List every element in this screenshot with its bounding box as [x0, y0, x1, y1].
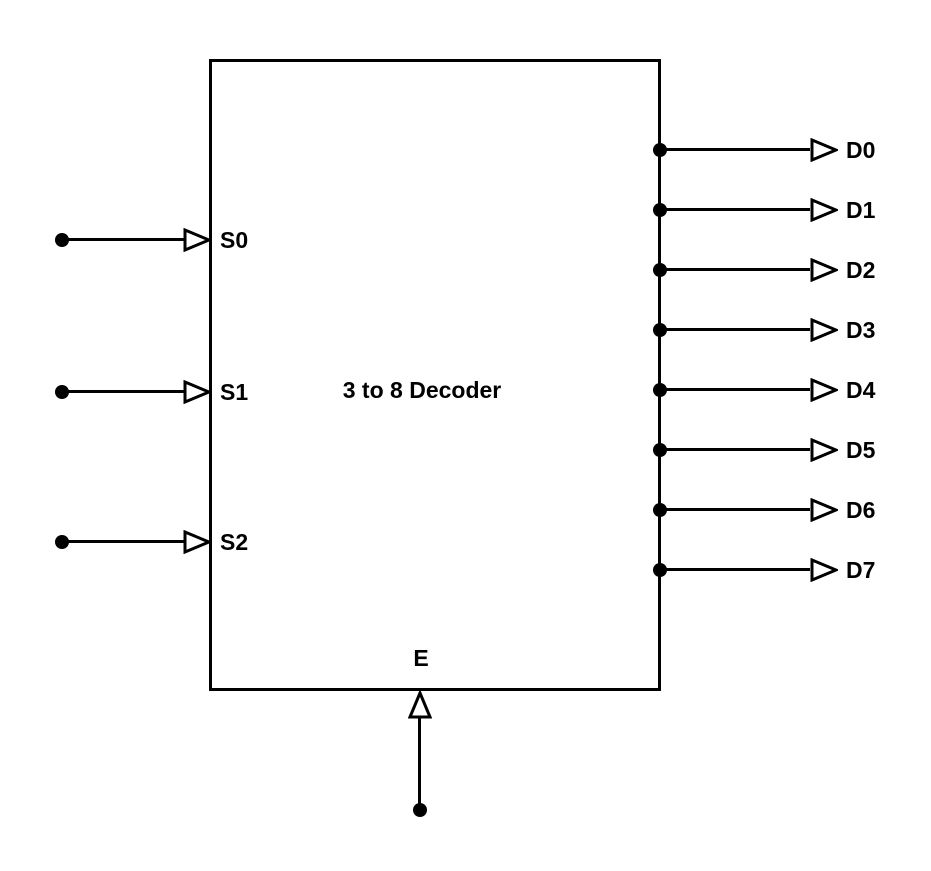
- output-label: D7: [846, 557, 876, 583]
- output-label: D6: [846, 497, 876, 523]
- enable-wire: [418, 717, 421, 810]
- arrow-right-icon: [183, 530, 211, 554]
- input-wire: [62, 238, 184, 241]
- arrow-right-icon: [810, 438, 838, 462]
- input-label: S2: [220, 529, 249, 555]
- arrow-right-icon: [810, 378, 838, 402]
- arrow-up-icon: [408, 691, 432, 719]
- arrow-right-icon: [810, 498, 838, 522]
- arrow-right-icon: [810, 198, 838, 222]
- input-wire: [62, 390, 184, 393]
- output-label: D2: [846, 257, 876, 283]
- arrow-right-icon: [183, 228, 211, 252]
- wire-start-dot: [413, 803, 427, 817]
- output-wire: [660, 328, 810, 331]
- arrow-right-icon: [810, 558, 838, 582]
- enable-label: E: [413, 645, 429, 671]
- output-label: D5: [846, 437, 876, 463]
- output-wire: [660, 148, 810, 151]
- arrow-right-icon: [810, 138, 838, 162]
- output-label: D3: [846, 317, 876, 343]
- output-label: D4: [846, 377, 876, 403]
- decoder-title: 3 to 8 Decoder: [342, 377, 502, 403]
- input-label: S0: [220, 227, 249, 253]
- output-label: D1: [846, 197, 876, 223]
- input-wire: [62, 540, 184, 543]
- decoder-box: [209, 59, 661, 691]
- output-wire: [660, 268, 810, 271]
- arrow-right-icon: [810, 258, 838, 282]
- output-wire: [660, 568, 810, 571]
- output-wire: [660, 208, 810, 211]
- output-label: D0: [846, 137, 876, 163]
- arrow-right-icon: [810, 318, 838, 342]
- arrow-right-icon: [183, 380, 211, 404]
- input-label: S1: [220, 379, 249, 405]
- output-wire: [660, 388, 810, 391]
- output-wire: [660, 508, 810, 511]
- output-wire: [660, 448, 810, 451]
